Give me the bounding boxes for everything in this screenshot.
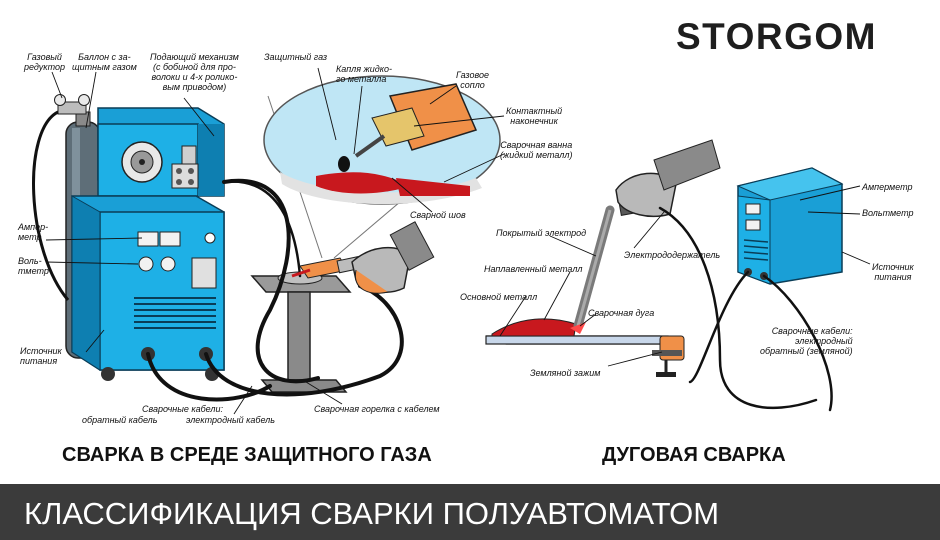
mig-welding-scene — [32, 75, 501, 402]
label-contact-tip: Контактный наконечник — [506, 106, 563, 126]
label-gas-cylinder: Баллон с за- щитным газом — [72, 52, 137, 72]
label-wire-feeder: Подающий механизм (с бобиной для про- во… — [150, 52, 239, 92]
label-shield-gas: Защитный газ — [264, 52, 328, 62]
label-base-metal: Основной металл — [460, 292, 538, 302]
arc-cables — [658, 206, 833, 412]
label-ammeter-right: Амперметр — [862, 182, 913, 192]
base-metal-plate — [485, 335, 669, 345]
label-welding-cables-left: Сварочные кабели: — [142, 404, 223, 414]
label-voltmeter-left: Воль- тметр — [18, 256, 49, 276]
label-deposited-metal: Наплавленный металл — [484, 264, 583, 274]
label-gas-nozzle: Газовое сопло — [456, 70, 490, 90]
title-arc-welding: ДУГОВАЯ СВАРКА — [602, 444, 786, 466]
ground-clamp — [652, 335, 685, 377]
label-welding-arc: Сварочная дуга — [588, 308, 655, 318]
label-voltmeter-right: Вольтметр — [862, 208, 914, 218]
label-welding-cables-right: Сварочные кабели: электродный обратный (… — [760, 326, 853, 356]
label-gas-reducer: Газовый редуктор — [24, 52, 66, 72]
label-ammeter-left: Ампер- метр — [18, 222, 49, 242]
label-weld-seam: Сварной шов — [410, 210, 466, 220]
bottom-banner: КЛАССИФИКАЦИЯ СВАРКИ ПОЛУАВТОМАТОМ — [0, 484, 940, 540]
mig-cables — [146, 178, 404, 402]
label-power-source-left: Источник питания — [20, 346, 62, 366]
label-weld-pool: Сварочная ванна (жидкий металл) — [500, 140, 573, 160]
label-metal-drop: Капля жидко- го металла — [336, 64, 392, 84]
leader-lines — [45, 67, 871, 415]
label-ground-clamp: Земляной зажим — [530, 368, 601, 378]
welding-table — [250, 271, 352, 393]
glove-hand — [351, 221, 435, 294]
torch-zoom-detail — [263, 75, 501, 259]
banner-title: КЛАССИФИКАЦИЯ СВАРКИ ПОЛУАВТОМАТОМ — [24, 496, 720, 531]
arc-welding-scene — [485, 139, 844, 412]
gas-reducer — [54, 94, 90, 115]
title-mig-welding: СВАРКА В СРЕДЕ ЗАЩИТНОГО ГАЗА — [62, 444, 432, 466]
label-electrode-cable: электродный кабель — [186, 415, 275, 425]
welding-diagram — [32, 67, 871, 415]
label-return-cable: обратный кабель — [82, 415, 158, 425]
wire-feeder — [97, 107, 225, 197]
label-torch-cable: Сварочная горелка с кабелем — [314, 404, 440, 414]
label-coated-electrode: Покрытый электрод — [496, 228, 587, 238]
deposited-metal — [491, 318, 577, 337]
label-power-source-right: Источник питания — [872, 262, 914, 282]
arc-power-source — [736, 167, 844, 285]
brand-logo: STORGOM — [676, 16, 877, 57]
label-electrode-holder: Электрододержатель — [624, 250, 721, 260]
